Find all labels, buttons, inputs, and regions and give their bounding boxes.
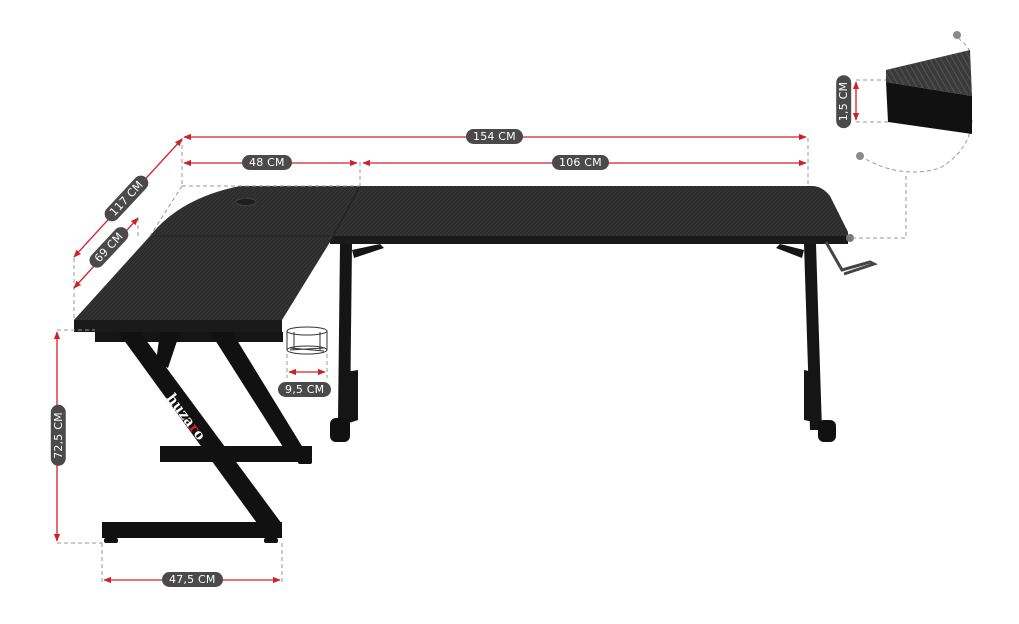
main-width-label: 106 CM — [552, 155, 609, 170]
cable-grommet-icon — [235, 198, 257, 206]
leg-base-width-label: 47,5 CM — [162, 572, 223, 587]
edge-detail-inset — [886, 50, 972, 134]
edge-callout-dot — [846, 234, 854, 242]
desk-top — [74, 185, 848, 332]
corner-width-label: 48 CM — [242, 155, 292, 170]
total-width-label: 154 CM — [466, 129, 523, 144]
cup-holder — [286, 326, 328, 355]
top-thickness-label: 1,5 CM — [836, 74, 852, 129]
left-z-frame: huzaro — [95, 332, 312, 543]
right-frame — [330, 234, 878, 442]
cup-holder-label: 9,5 CM — [278, 382, 332, 397]
headphone-hook-icon — [824, 241, 878, 276]
height-label: 72,5 CM — [50, 405, 66, 466]
